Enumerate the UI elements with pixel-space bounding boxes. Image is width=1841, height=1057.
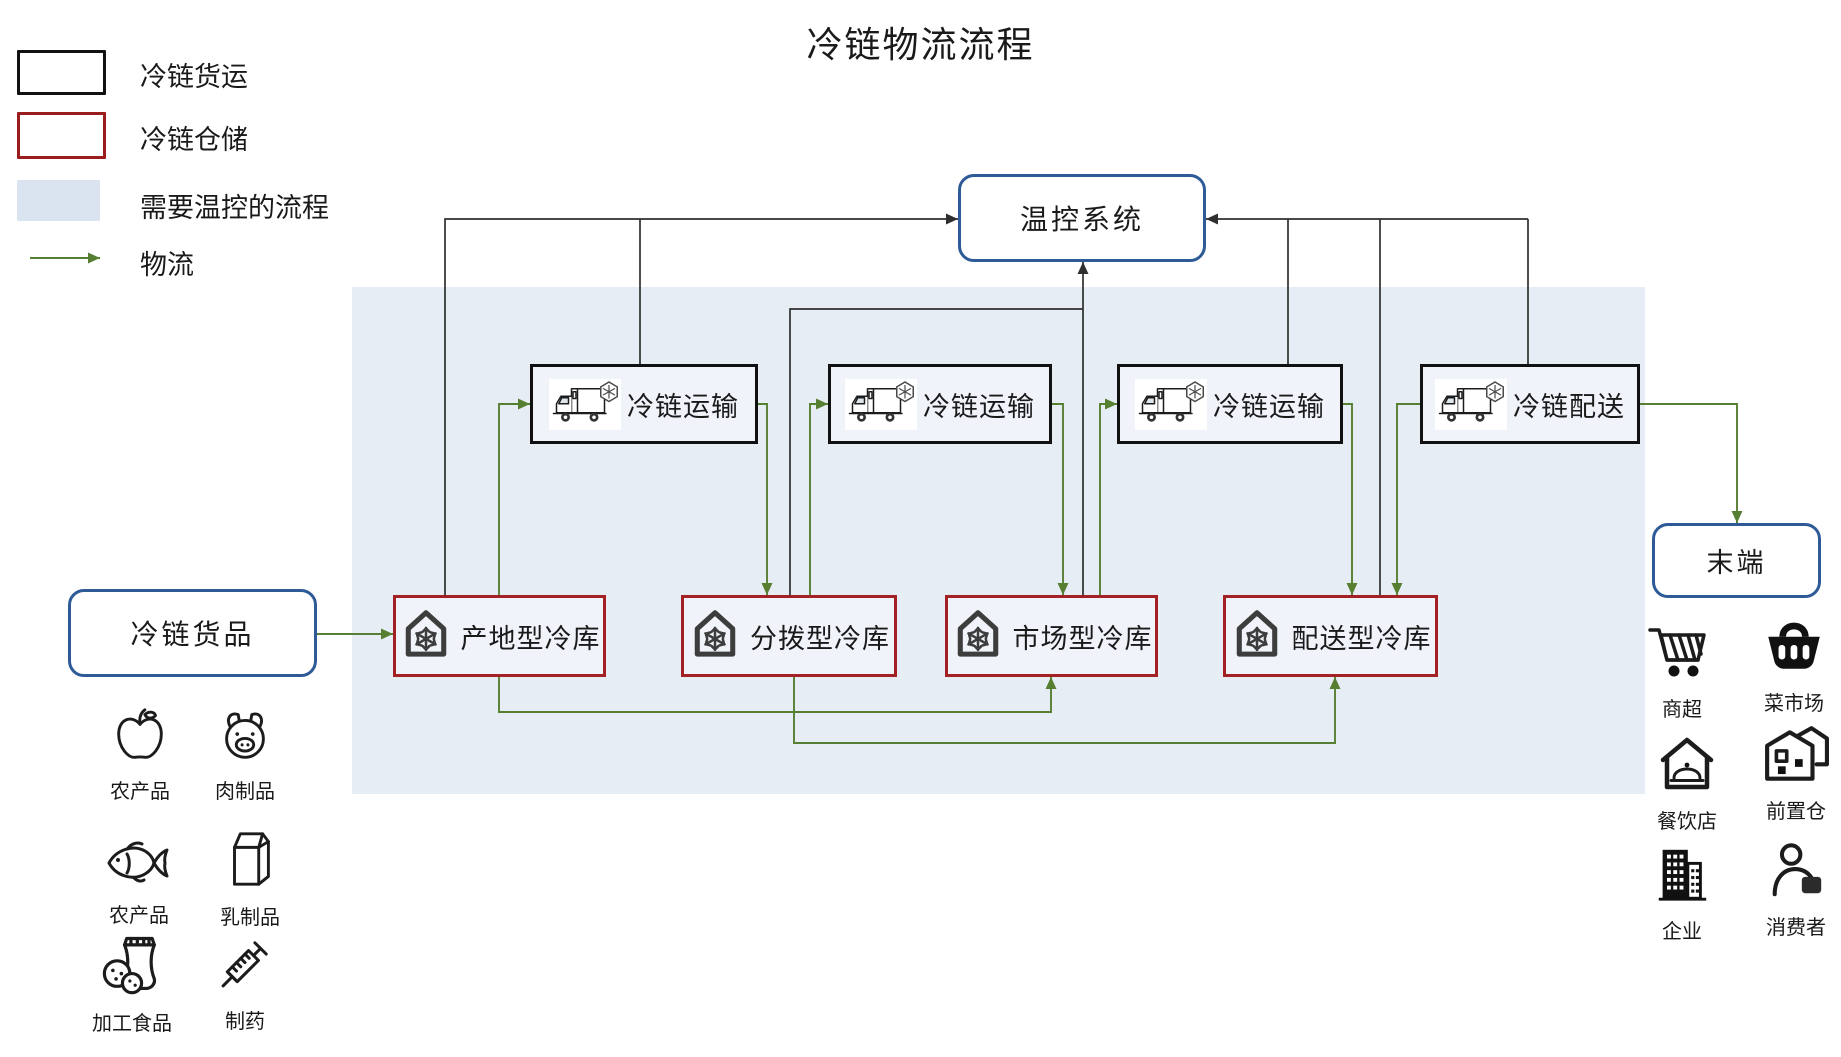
restaurant-icon [1655,737,1719,800]
refrigerated-truck-icon [845,378,917,430]
terminal-label: 企业 [1662,921,1702,943]
cart-icon [1646,628,1718,688]
node-market-cold-storage: 市场型冷库 [945,595,1158,677]
legend-label-temp-region: 需要温控的流程 [140,193,329,223]
node-delivery-cold-storage: 配送型冷库 [1223,595,1438,677]
node-label: 冷链运输 [627,391,739,422]
goods-label: 农产品 [109,905,169,927]
terminal-item-market: 菜市场 [1742,610,1841,716]
terminal-label: 菜市场 [1764,693,1824,715]
node-label: 温控系统 [1019,204,1144,235]
basket-icon [1761,622,1827,682]
page-title: 冷链物流流程 [806,24,1035,65]
node-transport-3: 冷链运输 [1117,364,1343,444]
terminal-label: 前置仓 [1766,801,1826,823]
node-cold-chain-goods: 冷链货品 [68,589,317,677]
refrigerated-truck-icon [1135,378,1207,430]
legend-label-storage: 冷链仓储 [140,125,248,155]
refrigerated-truck-icon [1435,378,1507,430]
node-label: 冷链运输 [923,391,1035,422]
terminal-item-front-warehouse: 前置仓 [1744,724,1841,824]
cold-storage-house-icon [1230,606,1284,667]
front-warehouse-icon [1763,726,1829,790]
goods-item-aquatic: 农产品 [84,832,194,928]
terminal-item-enterprise: 企业 [1630,844,1734,944]
goods-label: 乳制品 [220,907,280,929]
node-transport-2: 冷链运输 [828,364,1052,444]
goods-label: 肉制品 [215,781,275,803]
node-label: 配送型冷库 [1291,623,1432,654]
node-temp-control-system: 温控系统 [958,174,1206,262]
terminal-item-restaurant: 餐饮店 [1635,732,1739,834]
goods-label: 制药 [225,1011,265,1033]
apple-icon [109,708,171,770]
pig-icon [214,712,276,770]
consumer-icon [1765,843,1827,906]
node-label: 分拨型冷库 [750,623,890,654]
node-label: 末端 [1706,548,1767,578]
terminal-label: 餐饮店 [1657,811,1717,833]
goods-item-meat: 肉制品 [190,704,300,804]
flow-delivery-to-terminal [1640,403,1743,523]
cold-storage-house-icon [399,606,453,667]
node-label: 市场型冷库 [1012,623,1153,654]
legend-label-freight: 冷链货运 [140,62,248,92]
syringe-icon [213,941,277,1000]
legend-swatch-freight [17,50,106,95]
terminal-item-supermarket: 商超 [1630,620,1734,722]
node-label: 冷链运输 [1213,391,1325,422]
terminal-label: 消费者 [1766,917,1826,939]
terminal-item-consumer: 消费者 [1744,840,1841,940]
goods-item-processed-food: 加工食品 [77,930,187,1036]
goods-item-dairy: 乳制品 [195,826,305,930]
building-icon [1651,849,1713,910]
node-origin-cold-storage: 产地型冷库 [393,595,606,677]
goods-item-pharma: 制药 [190,932,300,1034]
goods-label: 加工食品 [92,1013,172,1035]
goods-label: 农产品 [110,781,170,803]
refrigerated-truck-icon [549,378,621,430]
goods-item-produce: 农产品 [85,704,195,804]
node-label: 冷链配送 [1513,391,1625,422]
legend-swatch-temp-region [17,180,100,221]
legend-label-logistics: 物流 [140,250,194,280]
node-terminal: 末端 [1652,523,1821,598]
milk-icon [219,832,281,896]
snack-icon [98,936,166,1002]
cold-storage-house-icon [951,606,1005,667]
node-label: 冷链货品 [130,619,255,650]
cold-storage-house-icon [688,606,742,667]
node-label: 产地型冷库 [460,623,601,654]
legend-swatch-storage [17,112,106,159]
node-delivery: 冷链配送 [1420,364,1640,444]
node-distribution-cold-storage: 分拨型冷库 [681,595,897,677]
terminal-label: 商超 [1662,699,1702,721]
node-transport-1: 冷链运输 [530,364,758,444]
fish-icon [100,841,178,894]
